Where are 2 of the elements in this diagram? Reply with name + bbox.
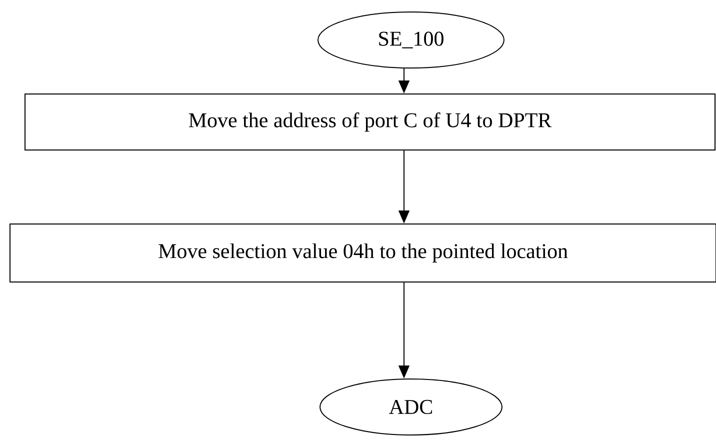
- process-box: Move selection value 04h to the pointed location: [10, 224, 716, 282]
- process-box: Move the address of port C of U4 to DPTR: [24, 94, 716, 150]
